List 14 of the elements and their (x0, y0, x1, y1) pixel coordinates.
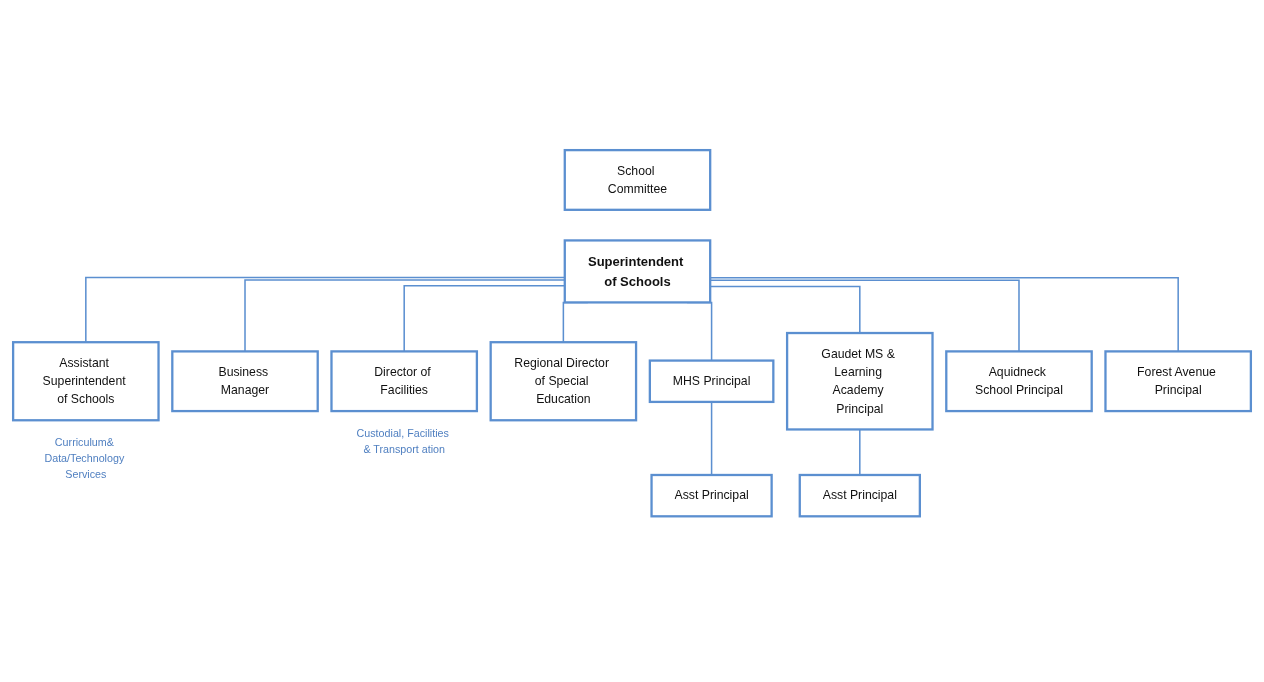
node-box: Gaudet MS & Learning Academy Principal (785, 332, 934, 431)
node-label: Curriculum& Data/Technology Services (44, 436, 125, 482)
node-box: Aquidneck School Principal (945, 350, 1093, 413)
node-box: School Committee (563, 149, 712, 212)
node-box: Business Manager (171, 350, 319, 413)
node-box: Superintendent of Schools (563, 239, 712, 304)
node-box: Forest Avenue Principal (1104, 350, 1252, 413)
node-box: Asst Principal (650, 474, 773, 518)
node-box: Assistant Superintendent of Schools (12, 341, 160, 422)
node-box: Director of Facilities (330, 350, 479, 413)
node-label: Custodial, Facilities & Transport ation (356, 427, 449, 456)
node-box: Asst Principal (798, 474, 921, 518)
node-box: Regional Director of Special Education (489, 341, 638, 422)
node-box: MHS Principal (648, 359, 775, 404)
